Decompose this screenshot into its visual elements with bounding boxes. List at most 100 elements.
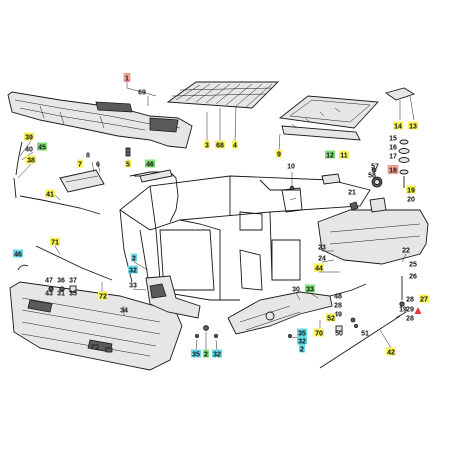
callout-21: 21 bbox=[348, 190, 356, 197]
callout-label: 19 bbox=[407, 188, 415, 195]
callout-highlight bbox=[203, 349, 209, 358]
callout-13: 13 bbox=[408, 121, 418, 131]
callout-28: 28 bbox=[406, 316, 414, 323]
callout-19: 19 bbox=[406, 185, 416, 195]
callout-37: 37 bbox=[69, 278, 77, 285]
clip-parts bbox=[289, 172, 341, 191]
callout-71: 71 bbox=[50, 237, 60, 247]
callout-label: 5 bbox=[126, 162, 130, 169]
callout-51: 51 bbox=[361, 331, 369, 338]
callout-highlight bbox=[299, 344, 305, 353]
callout-label: 27 bbox=[420, 297, 428, 304]
callout-27: 27 bbox=[419, 294, 429, 304]
callout-label: 2 bbox=[132, 256, 136, 263]
callout-label: 69 bbox=[138, 90, 146, 97]
callout-highlight bbox=[339, 150, 349, 159]
callout-label: 3 bbox=[205, 143, 209, 150]
callout-highlight bbox=[215, 140, 225, 149]
callout-label: 7 bbox=[78, 162, 82, 169]
hardware-stack-parts bbox=[319, 317, 358, 332]
callout-highlight bbox=[45, 189, 55, 198]
callout-highlight bbox=[325, 150, 335, 159]
callout-highlight bbox=[232, 140, 238, 149]
callout-15: 15 bbox=[389, 136, 397, 143]
callout-highlight bbox=[314, 263, 324, 272]
callout-68: 68 bbox=[215, 140, 225, 150]
fuel-tank-part bbox=[317, 197, 429, 265]
callout-label: 43 bbox=[45, 291, 53, 298]
callout-1: 1 bbox=[123, 73, 131, 83]
callout-highlight bbox=[276, 149, 282, 158]
callout-label: 9 bbox=[277, 152, 281, 159]
callout-label: 40 bbox=[25, 147, 33, 154]
callout-label: 70 bbox=[315, 331, 323, 338]
callout-highlight bbox=[406, 185, 416, 194]
callout-highlight bbox=[128, 265, 138, 274]
wheel-arch-liner-part bbox=[145, 275, 201, 319]
callout-label: 32 bbox=[298, 339, 306, 346]
callout-2: 2 bbox=[299, 344, 305, 354]
car-body-shell bbox=[119, 175, 371, 301]
callout-label: 2 bbox=[300, 347, 304, 354]
callout-label: 35 bbox=[192, 352, 200, 359]
parts-artwork bbox=[7, 81, 429, 371]
callout-label: 8 bbox=[86, 153, 90, 160]
callout-43: 43 bbox=[45, 291, 53, 298]
callout-5: 5 bbox=[125, 159, 131, 169]
callout-39: 39 bbox=[24, 132, 34, 142]
callout-33: 33 bbox=[305, 284, 315, 294]
callout-label: 52 bbox=[327, 316, 335, 323]
callout-highlight bbox=[125, 159, 131, 168]
callout-8: 8 bbox=[86, 153, 90, 160]
callout-20: 20 bbox=[407, 197, 415, 204]
callout-16: 16 bbox=[389, 145, 397, 152]
callout-48: 48 bbox=[334, 294, 342, 301]
red-warning-marker bbox=[414, 307, 422, 314]
callout-highlight bbox=[13, 249, 23, 258]
callout-label: 36 bbox=[57, 278, 65, 285]
callout-label: 50 bbox=[335, 331, 343, 338]
callout-label: 23 bbox=[318, 245, 326, 252]
callout-highlight bbox=[386, 347, 396, 356]
callout-label: 26 bbox=[409, 274, 417, 281]
callout-highlight bbox=[387, 165, 399, 174]
callout-label: 6 bbox=[96, 162, 100, 169]
callout-highlight bbox=[145, 159, 155, 168]
callout-label: 16 bbox=[389, 145, 397, 152]
callout-32: 32 bbox=[128, 265, 138, 275]
callout-41: 41 bbox=[45, 189, 55, 199]
callout-label: 42 bbox=[387, 350, 395, 357]
callout-label: 72 bbox=[99, 294, 107, 301]
callout-35: 35 bbox=[69, 291, 77, 298]
callout-28: 28 bbox=[334, 303, 342, 310]
callout-highlight bbox=[212, 349, 222, 358]
callout-label: 13 bbox=[409, 124, 417, 131]
callout-72: 72 bbox=[98, 291, 108, 301]
callout-49: 49 bbox=[334, 312, 342, 319]
callout-label: 32 bbox=[213, 352, 221, 359]
callout-label: 21 bbox=[348, 190, 356, 197]
callout-highlight bbox=[77, 159, 83, 168]
callout-52: 52 bbox=[326, 313, 336, 323]
callout-label: 19 bbox=[399, 307, 407, 314]
callout-34: 34 bbox=[120, 308, 128, 315]
callout-highlight bbox=[50, 237, 60, 246]
callout-highlight bbox=[297, 336, 307, 345]
callout-9: 9 bbox=[276, 149, 282, 159]
callout-label: 22 bbox=[402, 248, 410, 255]
callout-highlight bbox=[24, 132, 34, 141]
callout-highlight bbox=[326, 313, 336, 322]
callout-17: 17 bbox=[389, 154, 397, 161]
callout-label: 15 bbox=[389, 136, 397, 143]
callout-label: 10 bbox=[287, 164, 295, 171]
callout-10: 10 bbox=[287, 164, 295, 171]
callout-label: 1 bbox=[125, 76, 129, 83]
callout-label: 18 bbox=[389, 168, 397, 175]
callout-highlight bbox=[393, 121, 403, 130]
callout-46: 46 bbox=[145, 159, 155, 169]
callout-19: 19 bbox=[399, 307, 407, 314]
callout-label: 12 bbox=[326, 153, 334, 160]
callout-label: 32 bbox=[129, 268, 137, 275]
callout-26: 26 bbox=[409, 274, 417, 281]
callout-29: 29 bbox=[406, 307, 414, 314]
